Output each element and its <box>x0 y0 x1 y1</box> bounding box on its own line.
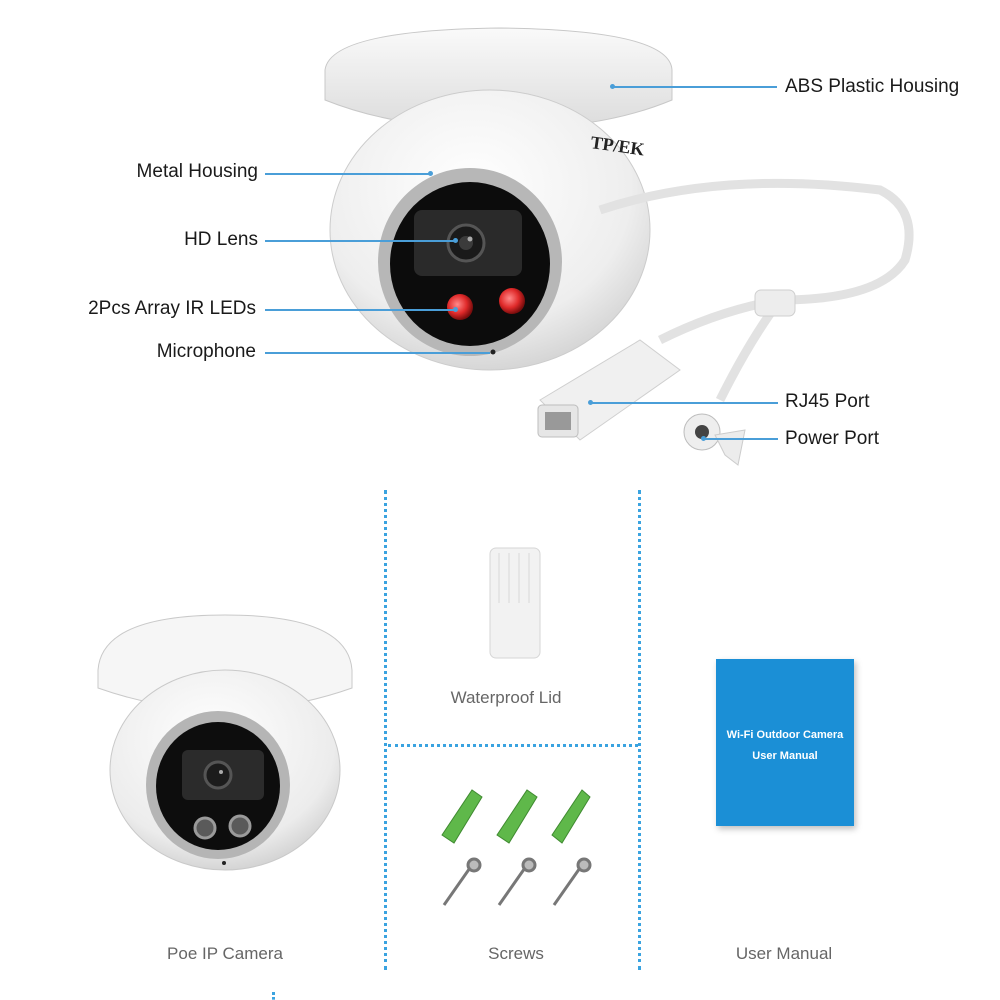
leader-leds <box>265 309 455 311</box>
manual-cover-line1: Wi-Fi Outdoor Camera <box>726 729 844 741</box>
leader-dot-power <box>701 436 706 441</box>
screws-illustration <box>441 789 592 906</box>
caption-screws: Screws <box>488 944 544 963</box>
leader-lens <box>265 240 455 242</box>
caption-waterproof-lid: Waterproof Lid <box>450 688 562 707</box>
divider-vertical-right <box>638 490 641 970</box>
camera-package-illustration <box>97 614 353 871</box>
callout-rj45-port: RJ45 Port <box>785 391 870 412</box>
callout-abs-housing: ABS Plastic Housing <box>785 76 960 97</box>
divider-vertical-bottom-stub <box>272 992 275 1000</box>
caption-poe-camera: Poe IP Camera <box>167 944 283 963</box>
leader-power <box>703 438 778 440</box>
leader-mic <box>265 352 490 354</box>
leader-dot-rj45 <box>588 400 593 405</box>
leader-abs <box>612 86 777 88</box>
caption-user-manual: User Manual <box>735 944 833 963</box>
waterproof-lid-illustration <box>489 547 541 659</box>
manual-cover-title: Wi-Fi Outdoor Camera User Manual <box>716 725 854 767</box>
leader-rj45 <box>590 402 778 404</box>
leader-dot-metal <box>428 171 433 176</box>
callout-microphone: Microphone <box>156 341 256 362</box>
callout-hd-lens: HD Lens <box>184 229 258 250</box>
manual-cover-line2: User Manual <box>752 750 818 762</box>
callout-power-port: Power Port <box>785 428 879 449</box>
leader-metal <box>265 173 430 175</box>
user-manual-book: Wi-Fi Outdoor Camera User Manual <box>716 659 854 826</box>
callout-metal-housing: Metal Housing <box>136 161 258 182</box>
leader-dot-abs <box>610 84 615 89</box>
callout-ir-leds: 2Pcs Array IR LEDs <box>88 298 256 319</box>
leader-dot-leds <box>453 307 458 312</box>
divider-vertical-left <box>384 490 387 970</box>
leader-dot-lens <box>453 238 458 243</box>
divider-horizontal-middle <box>388 744 638 747</box>
